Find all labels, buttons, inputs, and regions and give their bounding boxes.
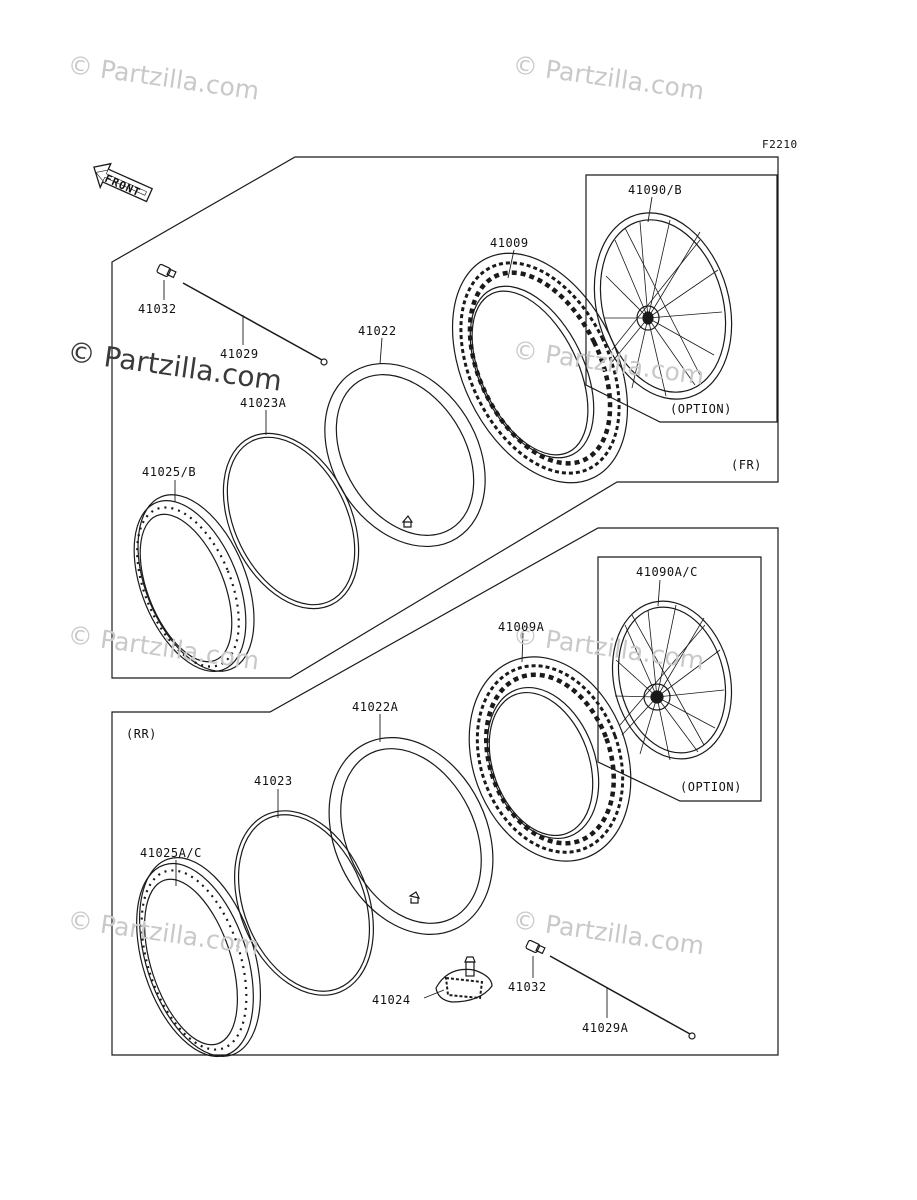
rim-band-front — [222, 432, 360, 610]
valve-cap-front — [156, 263, 177, 279]
front-arrow-icon — [93, 162, 154, 203]
label-option-rear: (OPTION) — [680, 780, 742, 794]
label-41023a: 41023A — [240, 396, 287, 410]
front-leaders — [163, 196, 653, 502]
tube-front — [324, 362, 486, 548]
rear-leaders — [175, 579, 661, 1018]
tire-rear — [468, 656, 632, 862]
front-option-box — [585, 174, 778, 423]
label-fr: (FR) — [731, 458, 762, 472]
label-41025a-c: 41025A/C — [140, 846, 202, 860]
rim-front — [133, 494, 255, 672]
spoke-front — [182, 282, 328, 366]
label-41032-front: 41032 — [138, 302, 177, 316]
front-panel-outline — [111, 156, 779, 679]
label-41024: 41024 — [372, 993, 411, 1007]
label-41022: 41022 — [358, 324, 397, 338]
rear-panel-outline — [111, 527, 779, 1056]
label-41090a-c: 41090A/C — [636, 565, 698, 579]
wheel-front — [593, 212, 733, 400]
label-41009: 41009 — [490, 236, 529, 250]
rim-rear — [136, 857, 262, 1058]
label-41029: 41029 — [220, 347, 259, 361]
label-option-front: (OPTION) — [670, 402, 732, 416]
label-41029a: 41029A — [582, 1021, 629, 1035]
label-rr: (RR) — [126, 727, 157, 741]
label-41025-b: 41025/B — [142, 465, 197, 479]
spoke-rear — [549, 955, 696, 1040]
rim-lock-rear — [435, 956, 493, 1003]
rim-band-rear — [234, 810, 374, 996]
label-41032-rear: 41032 — [508, 980, 547, 994]
label-41023: 41023 — [254, 774, 293, 788]
wheel-rear — [611, 600, 733, 761]
rear-option-box — [597, 556, 762, 802]
label-41090-b: 41090/B — [628, 183, 683, 197]
figure-code: F2210 — [762, 138, 798, 151]
label-41022a: 41022A — [352, 700, 399, 714]
label-41009a: 41009A — [498, 620, 545, 634]
valve-cap-rear — [525, 939, 546, 955]
tube-rear — [328, 737, 494, 935]
